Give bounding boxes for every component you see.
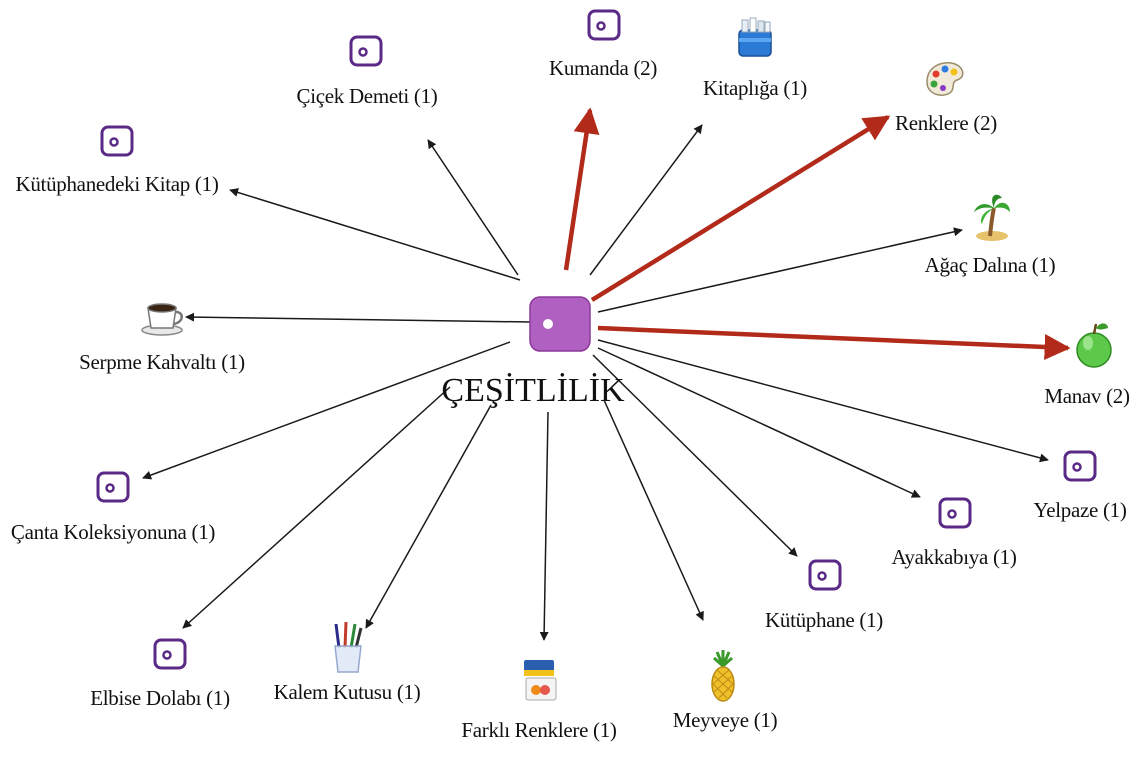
center-label: ÇEŞİTLİLİK — [441, 372, 625, 409]
arrow-10 — [539, 411, 549, 641]
node-label[interactable]: Meyveye (1) — [672, 708, 778, 732]
node-label[interactable]: Çanta Koleksiyonuna (1) — [10, 520, 216, 544]
node-label[interactable]: Renklere (2) — [895, 111, 997, 135]
node-label[interactable]: Kütüphanedeki Kitap (1) — [15, 172, 219, 196]
coffee-cup-icon[interactable] — [141, 303, 183, 336]
tag-icon[interactable] — [808, 559, 842, 591]
node-label[interactable]: Serpme Kahvaltı (1) — [79, 350, 245, 374]
tag-icon[interactable] — [100, 125, 134, 157]
arrow-12 — [182, 386, 451, 629]
arrow-7 — [597, 347, 921, 498]
pencil-cup-icon[interactable] — [334, 621, 363, 673]
node-label[interactable]: Kitaplığa (1) — [703, 76, 807, 100]
apple-icon[interactable] — [1076, 323, 1112, 368]
tag-icon[interactable] — [938, 497, 972, 529]
arrow-6 — [597, 339, 1049, 463]
node-label[interactable]: Kütüphane (1) — [765, 608, 883, 632]
pineapple-icon[interactable] — [711, 650, 735, 702]
bookshelf-icon[interactable] — [738, 17, 772, 57]
arrow-8 — [592, 354, 798, 557]
color-cards-icon[interactable] — [524, 660, 557, 701]
tag-icon[interactable] — [1063, 450, 1097, 482]
arrow-3 — [590, 115, 891, 302]
node-label[interactable]: Kalem Kutusu (1) — [273, 680, 421, 704]
tag-icon[interactable] — [587, 9, 621, 41]
node-label[interactable]: Kumanda (2) — [548, 56, 658, 80]
tag-icon[interactable] — [96, 471, 130, 503]
palm-tree-icon[interactable] — [974, 194, 1010, 241]
arrow-13 — [142, 341, 511, 480]
arrow-11 — [365, 404, 492, 629]
center-tag-icon[interactable] — [529, 296, 591, 352]
arrow-4 — [597, 227, 963, 313]
arrow-5 — [597, 325, 1071, 360]
arrow-16 — [427, 139, 519, 276]
arrow-9 — [603, 399, 704, 621]
node-label[interactable]: Elbise Dolabı (1) — [90, 686, 230, 710]
arrow-1 — [563, 107, 600, 271]
tag-icon[interactable] — [153, 638, 187, 670]
node-label[interactable]: Ağaç Dalına (1) — [924, 253, 1056, 277]
tag-icon[interactable] — [349, 35, 383, 67]
arrow-14 — [185, 312, 531, 323]
node-label[interactable]: Yelpaze (1) — [1033, 498, 1127, 522]
node-label[interactable]: Farklı Renklere (1) — [461, 718, 617, 742]
palette-icon[interactable] — [926, 62, 964, 96]
arrow-15 — [229, 188, 521, 281]
node-label[interactable]: Ayakkabıya (1) — [891, 545, 1017, 569]
node-label[interactable]: Çiçek Demeti (1) — [296, 84, 438, 108]
arrow-2 — [589, 124, 703, 276]
node-label[interactable]: Manav (2) — [1044, 384, 1130, 408]
